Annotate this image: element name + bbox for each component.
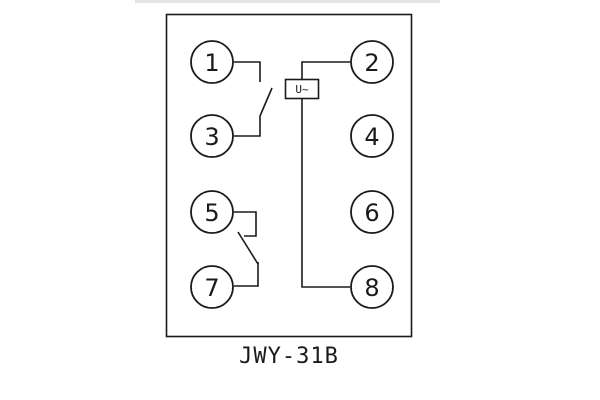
pin-7-label: 7 — [204, 274, 219, 302]
pin-5-label: 5 — [204, 199, 219, 227]
pin-3: 3 — [190, 114, 234, 158]
contact-5-7-switch-blade — [237, 231, 259, 265]
model-label: JWY-31B — [239, 344, 339, 369]
contact-7-lead — [234, 262, 259, 287]
pin-1: 1 — [190, 40, 234, 84]
pin-3-label: 3 — [204, 123, 219, 151]
coil-box — [284, 78, 320, 100]
pin-8-label: 8 — [364, 274, 379, 302]
relay-frame — [165, 13, 413, 338]
contact-1-3-switch-blade — [259, 87, 273, 117]
pin-6-label: 6 — [364, 199, 379, 227]
coil-lead-pin-2 — [301, 61, 350, 79]
pin-2: 2 — [350, 40, 394, 84]
contact-1-lead — [234, 61, 261, 82]
pin-4: 4 — [350, 114, 394, 158]
top-rule — [135, 0, 440, 3]
pin-8: 8 — [350, 265, 394, 309]
contact-5-lead — [234, 211, 257, 237]
pin-1-label: 1 — [204, 49, 219, 77]
coil-lead-pin-8 — [301, 99, 350, 288]
pin-2-label: 2 — [364, 49, 379, 77]
pin-7: 7 — [190, 265, 234, 309]
pin-4-label: 4 — [364, 123, 379, 151]
pin-5: 5 — [190, 190, 234, 234]
coil-label: U~ — [295, 83, 309, 96]
pin-6: 6 — [350, 190, 394, 234]
contact-3-lead — [234, 116, 261, 137]
